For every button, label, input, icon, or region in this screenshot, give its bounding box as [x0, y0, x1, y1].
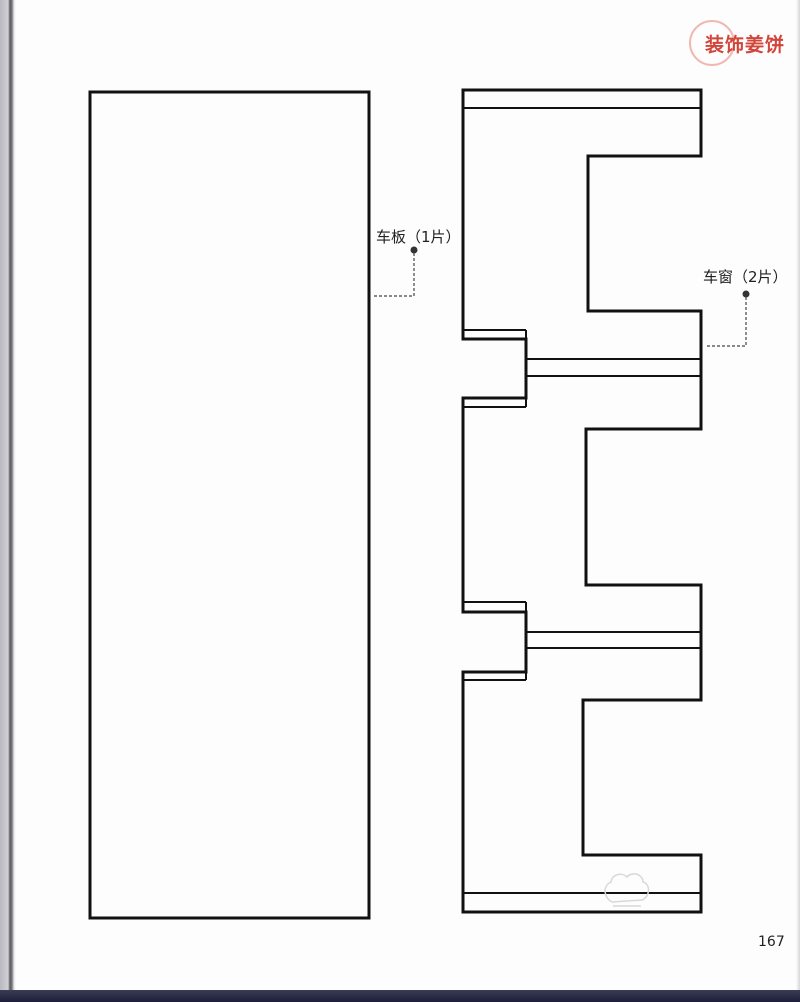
section-title: 装饰姜饼 — [705, 34, 786, 56]
page-number: 167 — [758, 934, 785, 950]
bottom-scan-edge — [0, 990, 800, 1002]
dot-icon — [410, 246, 418, 254]
chef-hat-icon — [604, 873, 650, 907]
car-board-leader-line — [374, 253, 415, 297]
book-spine-shadow — [0, 0, 16, 1002]
car-window-outline — [461, 88, 703, 914]
page-right-edge — [796, 0, 800, 1002]
title-circle — [689, 20, 735, 66]
dot-icon — [742, 290, 750, 298]
car-window-fold-lines — [463, 107, 701, 894]
car-window-leader-line — [706, 297, 747, 347]
car-board-outline — [88, 90, 371, 920]
car-window-label: 车窗（2片） — [703, 268, 788, 286]
car-board-label: 车板（1片） — [376, 228, 461, 246]
